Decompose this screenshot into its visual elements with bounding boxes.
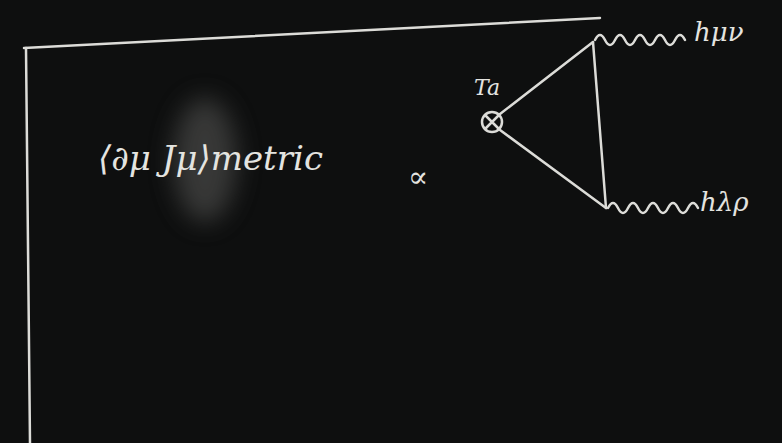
graviton-wavy-line <box>608 203 698 213</box>
generator-label: Ta <box>474 76 500 100</box>
triangle-side <box>593 42 606 208</box>
vertex-cross <box>485 115 499 129</box>
field-label: hμν <box>694 18 743 47</box>
triangle-side <box>500 42 593 114</box>
board-frame-left <box>26 48 30 443</box>
proportional-symbol: ∝ <box>408 160 428 193</box>
triangle-side <box>500 130 606 208</box>
anomaly-expression: ⟨∂μ Jμ⟩metric <box>98 140 323 177</box>
vertex-insertion <box>482 112 502 132</box>
field-label: hλρ <box>700 188 749 217</box>
board-frame-top <box>24 18 600 48</box>
graviton-wavy-line <box>595 35 685 45</box>
